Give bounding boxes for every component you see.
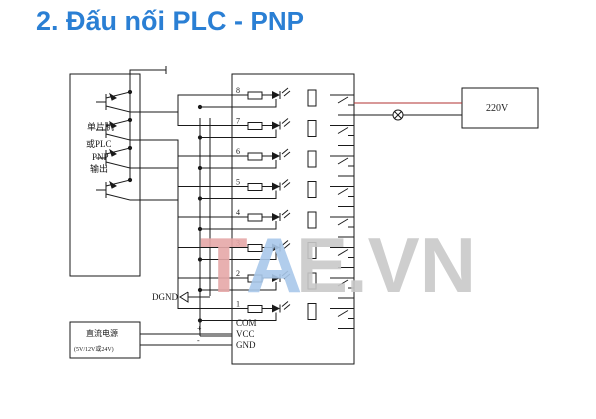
relay-coil-icon <box>307 272 317 290</box>
vcc-label: VCC <box>236 329 255 339</box>
relay-coil-icon <box>307 150 317 168</box>
watermark-vn: .VN <box>346 221 476 309</box>
resistor-icon <box>247 213 263 222</box>
relay-coil-icon <box>307 211 317 229</box>
pnp-transistor-icon <box>96 89 133 113</box>
channel-number: 3 <box>236 239 240 248</box>
dgnd-label: DGND <box>152 292 178 302</box>
power-minus-label: - <box>197 336 200 345</box>
channel-number: 4 <box>236 208 240 217</box>
relay-coil-icon <box>307 242 317 259</box>
page-title: 2. Đấu nối PLC - PNP <box>36 6 304 37</box>
dgnd-symbol <box>179 291 189 303</box>
relay-switch-icon <box>337 310 349 317</box>
channel-number: 7 <box>236 117 240 126</box>
relay-switch-icon <box>337 157 349 165</box>
relay-channel: 1 <box>232 300 354 329</box>
plc-label-3: PNP <box>92 152 109 162</box>
channel-number: 6 <box>236 147 240 156</box>
relay-channel: 3 <box>232 239 354 268</box>
relay-switch-icon <box>337 249 349 256</box>
resistor-icon <box>247 183 263 191</box>
title-main: 2. Đấu nối PLC - <box>36 6 251 36</box>
watermark-e: E <box>296 221 348 309</box>
relay-channel: 4 <box>232 208 354 238</box>
resistor-icon <box>247 122 263 130</box>
relay-switch-icon <box>337 188 349 195</box>
relay-switch-icon <box>337 96 349 104</box>
led-icon <box>272 121 280 130</box>
led-icon <box>272 91 280 99</box>
plc-label-4: 输出 <box>90 163 108 174</box>
pnp-transistor-icon <box>96 177 133 201</box>
plc-label-2: 或PLC <box>86 138 112 149</box>
channel-number: 8 <box>236 86 240 95</box>
power-plus-label: + <box>197 324 202 333</box>
led-icon <box>272 243 280 252</box>
led-icon <box>272 274 280 282</box>
led-icon <box>272 213 280 221</box>
relay-channel: 2 <box>232 269 354 299</box>
watermark: T A E .VN <box>200 221 476 309</box>
power-label-2: (5V/12V或24V) <box>74 345 114 353</box>
led-icon <box>272 182 280 191</box>
relay-channels: 8 7 6 5 4 3 2 1 <box>232 86 354 329</box>
relay-coil-icon <box>307 120 317 137</box>
plc-feed-wire <box>129 69 166 94</box>
pnp-transistor-icon <box>96 117 133 141</box>
relay-module <box>231 73 355 365</box>
relay-switch-icon <box>337 279 349 287</box>
led-icon <box>272 304 280 313</box>
relay-switch-icon <box>337 218 349 226</box>
relay-channel: 6 <box>232 147 354 177</box>
load-label: 220V <box>486 103 509 114</box>
title-pnp: PNP <box>250 6 304 36</box>
relay-channel: 8 <box>232 86 354 116</box>
com-label: COM <box>236 318 257 328</box>
pnp-transistors <box>96 89 133 201</box>
watermark-a: A <box>246 221 302 309</box>
plc-label-1: 单片机 <box>87 121 114 132</box>
relay-switch-icon <box>337 127 349 134</box>
channel-number: 2 <box>236 269 240 278</box>
resistor-icon <box>247 152 263 161</box>
gnd-label: GND <box>236 340 256 350</box>
power-label-1: 直流电源 <box>86 328 118 338</box>
watermark-t: T <box>200 221 248 309</box>
channel-number: 1 <box>236 300 240 309</box>
load-box <box>461 87 539 129</box>
relay-coil-icon <box>307 181 317 198</box>
relay-channel: 7 <box>232 117 354 146</box>
resistor-icon <box>247 91 263 100</box>
relay-coil-icon <box>307 89 317 107</box>
power-supply-block <box>69 321 141 359</box>
channel-number: 5 <box>236 178 240 187</box>
relay-coil-icon <box>307 303 317 320</box>
relay-channel: 5 <box>232 178 354 207</box>
load-wiring <box>354 102 462 121</box>
led-icon <box>272 152 280 160</box>
plc-block <box>69 73 141 277</box>
